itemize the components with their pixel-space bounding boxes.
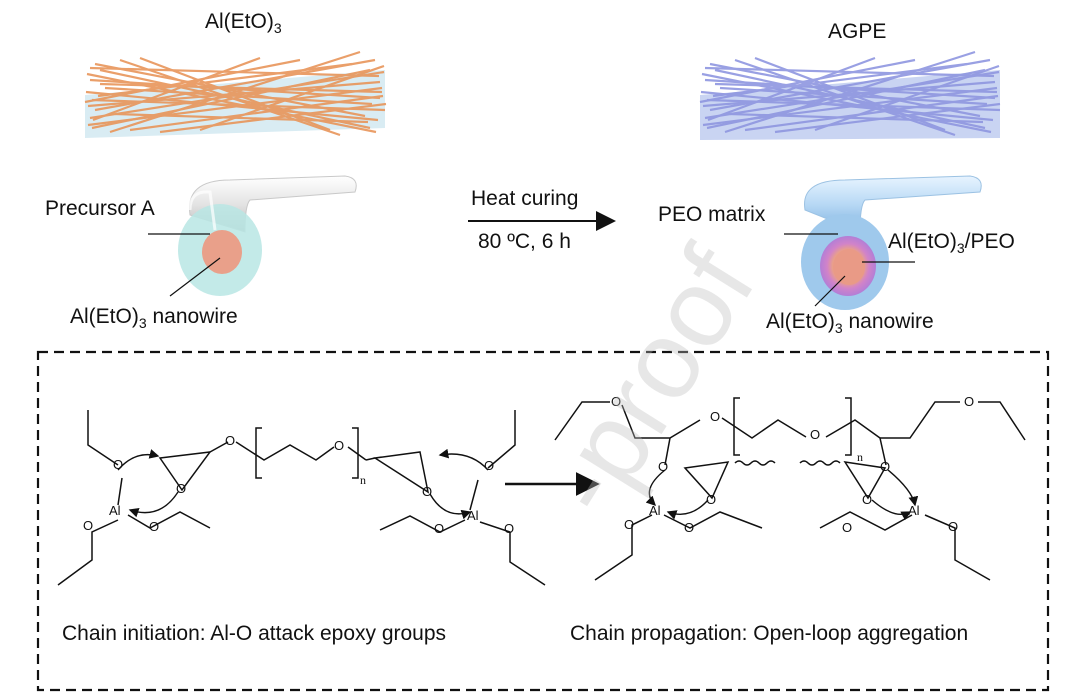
atom-o: O (964, 394, 975, 409)
atom-o: O (658, 459, 669, 474)
atom-o: O (484, 458, 495, 473)
precursor-fiber (178, 175, 357, 296)
repeat-unit-n: n (857, 450, 863, 464)
atom-o: O (710, 409, 721, 424)
atom-o: O (862, 492, 873, 507)
atom-al: Al (908, 503, 920, 518)
atom-o: O (611, 394, 622, 409)
atom-o: O (948, 519, 959, 534)
atom-al: Al (649, 503, 661, 518)
right-nanowire-label: Al(EtO)3 nanowire (766, 310, 934, 337)
repeat-unit-n: n (360, 473, 366, 487)
atom-o: O (422, 484, 433, 499)
left-nanowire-label: Al(EtO)3 nanowire (70, 305, 238, 332)
al-eto3-peo-label: Al(EtO)3/PEO (888, 230, 1015, 257)
atom-o: O (83, 518, 94, 533)
chain-propagation-caption: Chain propagation: Open-loop aggregation (570, 622, 969, 645)
curing-condition-label: 80 ºC, 6 h (478, 230, 571, 253)
atom-o: O (684, 520, 695, 535)
orange-fiber-mat (84, 50, 387, 138)
precursor-a-label: Precursor A (45, 197, 155, 220)
al-eto3-mat-title: Al(EtO)3 (205, 10, 282, 37)
atom-o: O (434, 521, 445, 536)
propagation-structure (554, 397, 1026, 581)
atom-o: O (842, 520, 853, 535)
atom-o: O (880, 459, 891, 474)
blue-fiber-mat (699, 50, 1001, 140)
atom-o: O (176, 481, 187, 496)
atom-al: Al (467, 508, 479, 523)
atom-o: O (113, 457, 124, 472)
atom-o: O (706, 492, 717, 507)
initiation-structure (57, 410, 546, 586)
atom-al: Al (109, 503, 121, 518)
peo-matrix-label: PEO matrix (658, 203, 766, 226)
atom-o: O (504, 521, 515, 536)
mechanism-box (36, 350, 1050, 692)
chain-initiation-caption: Chain initiation: Al-O attack epoxy grou… (62, 622, 447, 645)
atom-o: O (624, 517, 635, 532)
atom-o: O (225, 433, 236, 448)
agpe-fiber (801, 175, 982, 310)
atom-o: O (810, 427, 821, 442)
heat-curing-label: Heat curing (471, 187, 579, 210)
atom-o: O (149, 519, 160, 534)
atom-o: O (334, 438, 345, 453)
agpe-mat-title: AGPE (828, 20, 887, 43)
